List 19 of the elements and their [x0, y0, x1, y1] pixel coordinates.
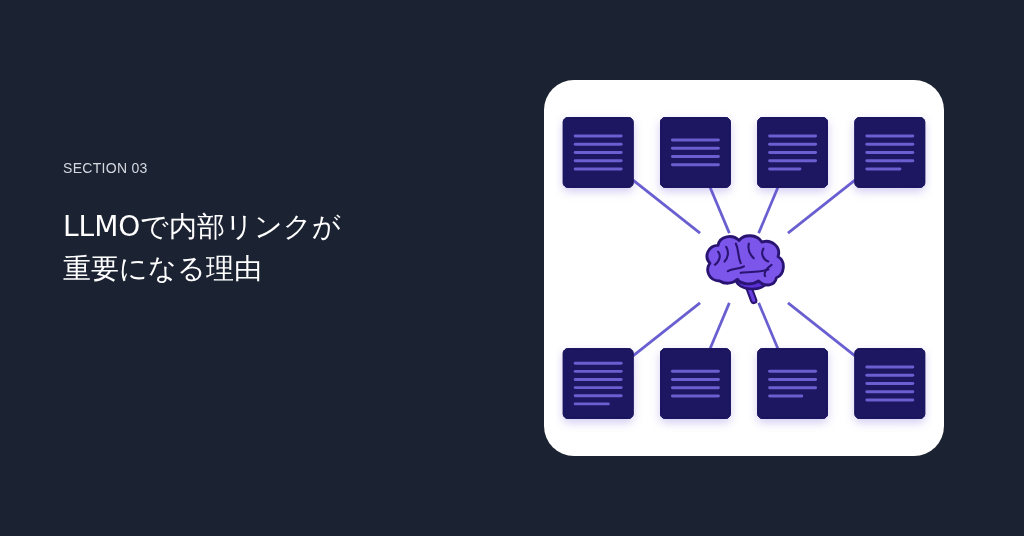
document-card: [660, 117, 731, 188]
document-card: [854, 117, 926, 188]
connector-line: [708, 186, 731, 234]
document-card: [757, 348, 828, 419]
connector-line: [787, 301, 856, 357]
document-card: [854, 348, 926, 419]
brain-icon: [705, 234, 785, 305]
connector-line: [757, 186, 780, 234]
title: LLMOで内部リンクが重要になる理由: [63, 209, 343, 287]
connector-line: [787, 179, 856, 235]
section-label: SECTION 03: [63, 159, 148, 177]
connector-line: [708, 302, 731, 350]
document-card: [660, 348, 731, 419]
document-card: [757, 117, 828, 188]
document-card: [562, 348, 634, 419]
connector-line: [632, 301, 701, 357]
connector-line: [632, 179, 701, 235]
document-card: [562, 117, 634, 188]
connector-line: [757, 302, 780, 350]
